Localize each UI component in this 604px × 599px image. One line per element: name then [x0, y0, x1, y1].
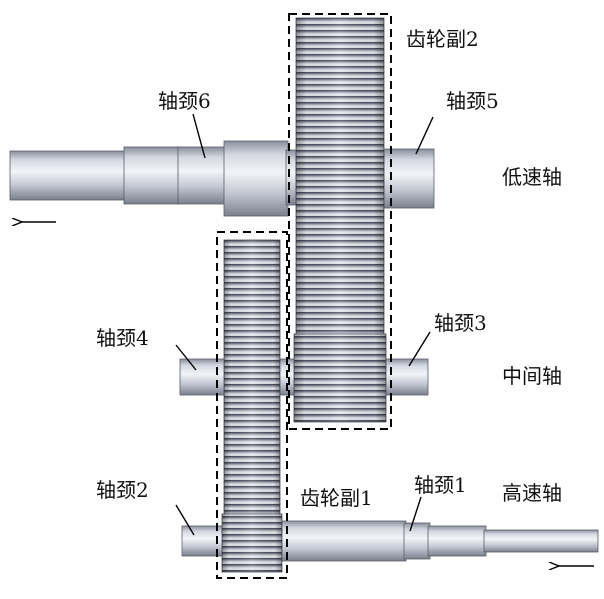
- leader-journal-4: [175, 344, 197, 371]
- label-journal-1: 轴颈1: [414, 473, 467, 497]
- rotation-arrows: [21, 222, 594, 566]
- label-intermediate-shaft: 中间轴: [502, 364, 562, 388]
- label-journal-2: 轴颈2: [96, 478, 149, 502]
- label-journal-5: 轴颈5: [446, 89, 499, 113]
- label-journal-3: 轴颈3: [434, 311, 487, 335]
- label-low-speed-shaft: 低速轴: [502, 165, 562, 189]
- label-gear-pair-2: 齿轮副2: [406, 27, 479, 51]
- intermediate-shaft: [179, 358, 429, 396]
- label-high-speed-shaft: 高速轴: [502, 481, 562, 505]
- leader-journal-3: [408, 331, 431, 367]
- label-journal-6: 轴颈6: [158, 89, 211, 113]
- label-journal-4: 轴颈4: [96, 326, 149, 350]
- label-gear-pair-1: 齿轮副1: [300, 486, 373, 510]
- leader-journal-6: [192, 113, 206, 159]
- leader-journal-5: [415, 116, 434, 155]
- leader-journal-2: [175, 504, 195, 536]
- leader-lines: [175, 113, 434, 536]
- gear-pair-2: [288, 13, 392, 430]
- text-labels: 轴颈6 轴颈5 齿轮副2 低速轴 轴颈4 轴颈3 中间轴 轴颈2 齿轮副1 轴颈…: [96, 27, 562, 510]
- gear-pair-2-frame: [288, 13, 392, 430]
- leader-journal-1: [409, 496, 422, 532]
- gear-pair-1: [216, 231, 288, 579]
